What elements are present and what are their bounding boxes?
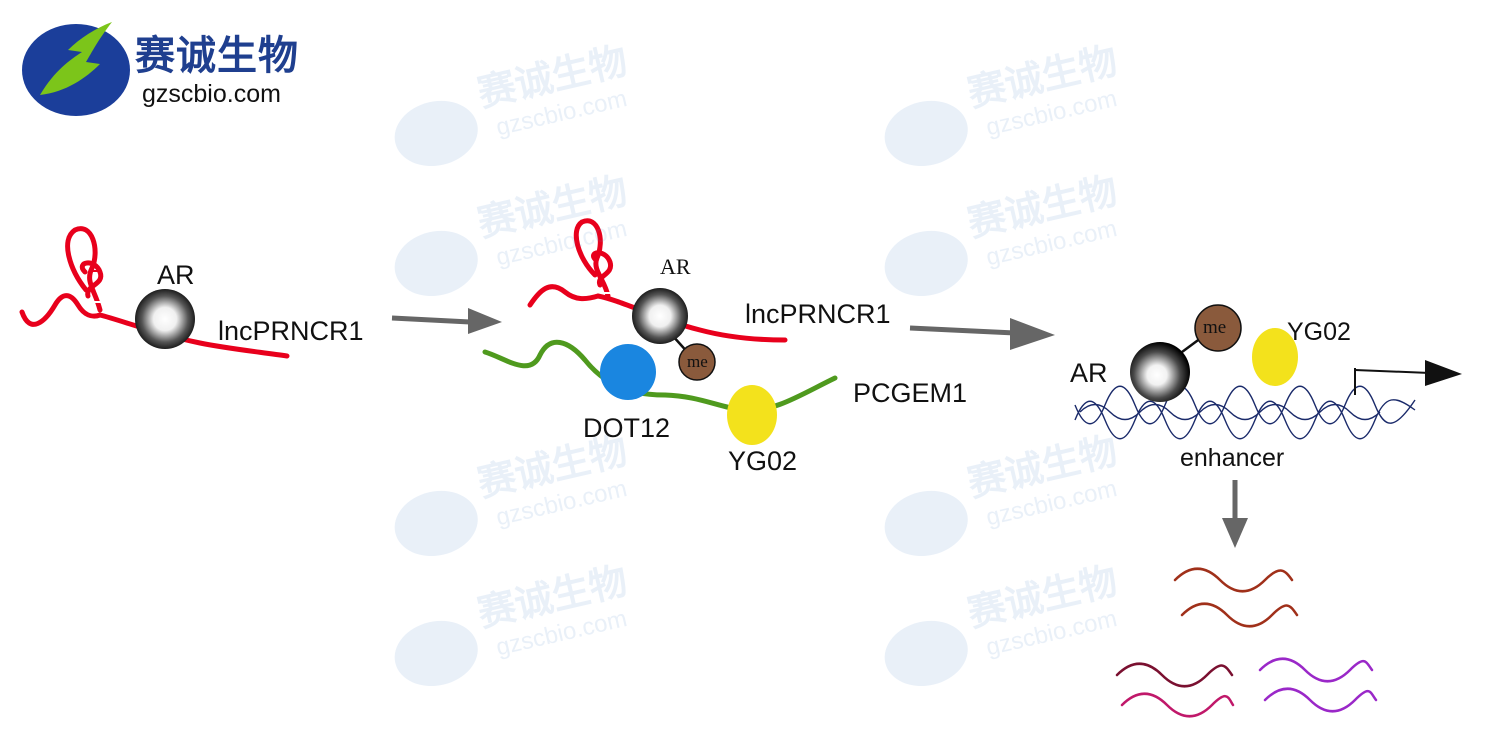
- panel3-ar-protein: [1130, 342, 1190, 402]
- panel2-dot12-label: DOT12: [583, 413, 671, 443]
- panel3-transcription-arrow: [1354, 360, 1462, 395]
- logo-name: 赛诚生物: [135, 34, 299, 78]
- transcript-wave-6: [1263, 687, 1378, 713]
- panel2-methyl-label: me: [687, 352, 708, 371]
- panel2-ar-label: AR: [660, 254, 691, 279]
- panel1-lncprncr1-label: lncPRNCR1: [218, 316, 364, 346]
- panel2-lncprncr1-strand: [527, 218, 788, 343]
- transcript-wave-4: [1120, 692, 1235, 718]
- panel2-methyl-group: [678, 343, 716, 381]
- logo-domain: gzscbio.com: [142, 80, 281, 108]
- panel1-ar-protein: [135, 289, 195, 349]
- panel1-ar-label: AR: [157, 260, 195, 290]
- panel2-lncprncr1-label: lncPRNCR1: [745, 299, 891, 329]
- panel3-methyl-group: [1194, 304, 1242, 352]
- panel1-lncprncr1-strand: [19, 226, 290, 359]
- panel2-yg02-protein: [727, 385, 777, 445]
- panel3-enhancer-label: enhancer: [1180, 444, 1285, 472]
- transcript-wave-1: [1173, 567, 1294, 593]
- panel3-dna-helix: [1074, 385, 1416, 440]
- panel1-charge-marks: [91, 270, 102, 303]
- panel3-methyl-label: me: [1203, 317, 1227, 338]
- panel3-yg02-label: YG02: [1287, 318, 1351, 346]
- arrow-2: [909, 318, 1055, 350]
- panel2-ar-protein: [632, 288, 688, 344]
- logo-icon: [22, 22, 130, 116]
- transcript-wave-2: [1180, 602, 1299, 628]
- panel2-pcgem1-label: PCGEM1: [853, 378, 968, 408]
- panel3-ar-label: AR: [1070, 358, 1108, 388]
- panel2-yg02-label: YG02: [728, 446, 798, 476]
- panel2-pcgem1-strand: [482, 339, 838, 413]
- transcripts: [1115, 567, 1378, 718]
- transcript-wave-3: [1115, 662, 1234, 688]
- panel2-charge-marks: [603, 292, 612, 294]
- panel2-dot12-protein: [600, 344, 656, 400]
- arrow-3: [1222, 480, 1248, 548]
- transcript-wave-5: [1258, 657, 1374, 683]
- arrow-1: [391, 308, 502, 334]
- panel3-yg02-protein: [1252, 328, 1298, 386]
